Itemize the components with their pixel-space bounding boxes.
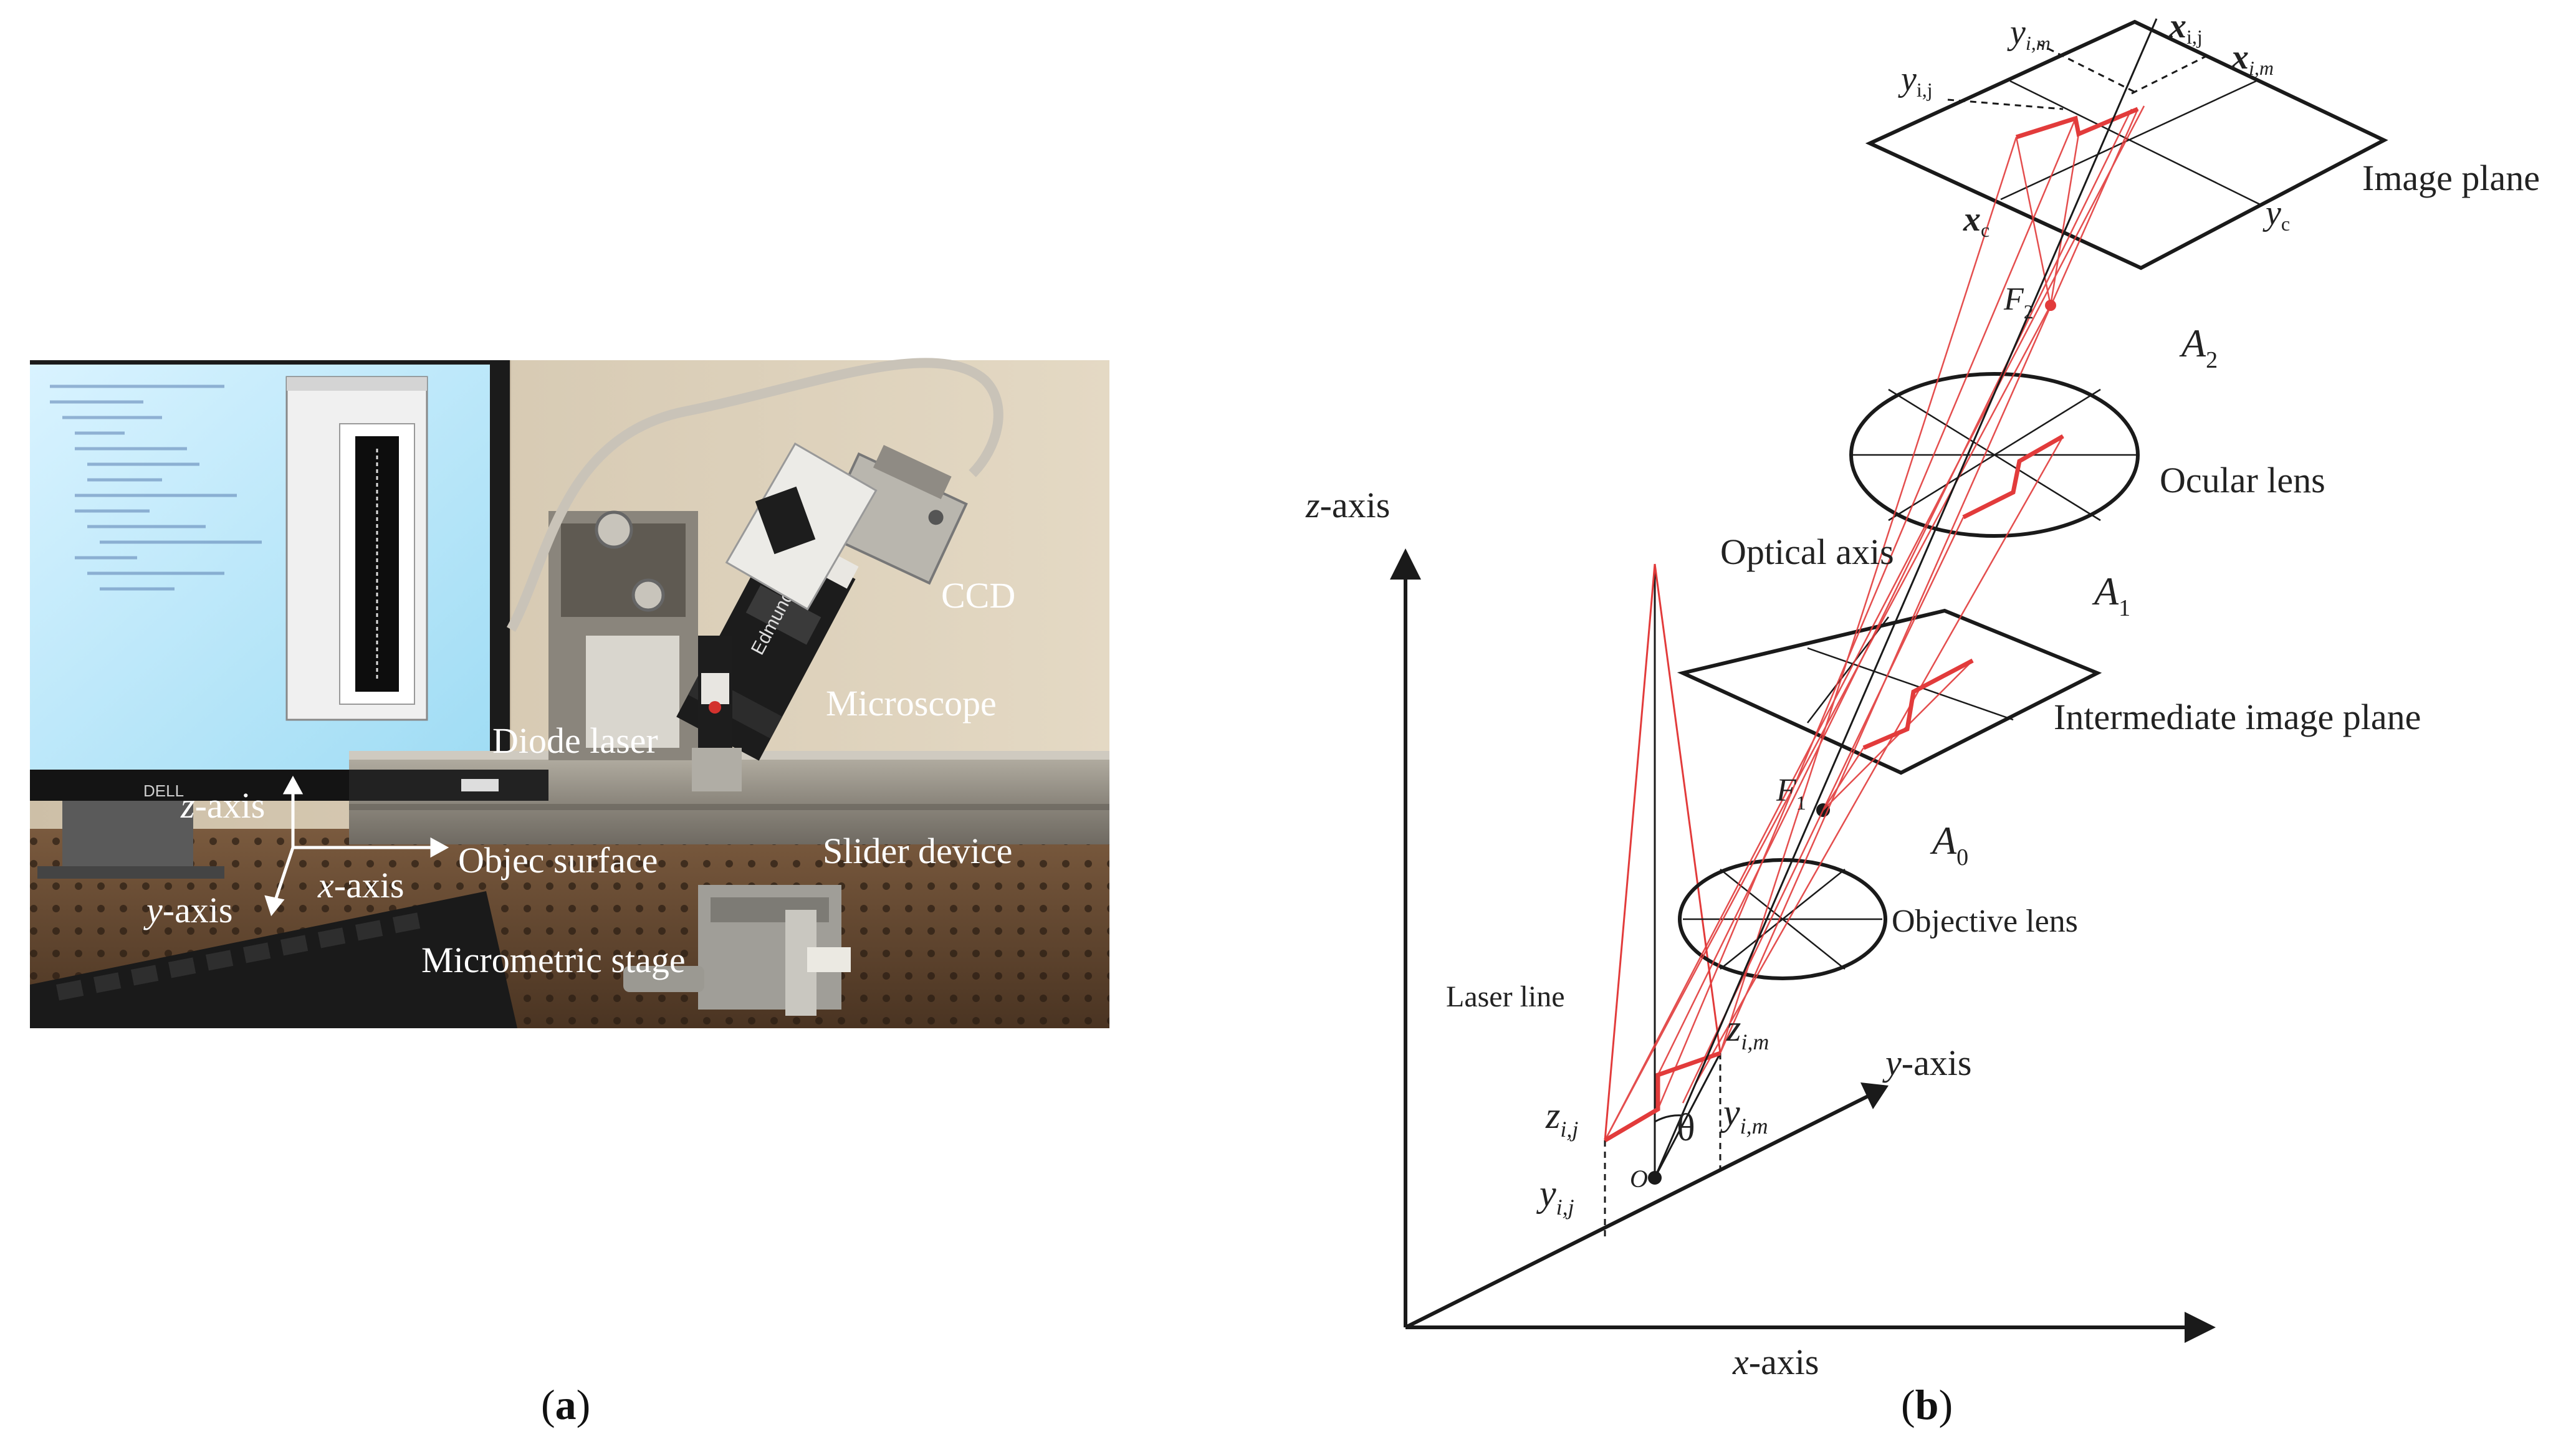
label-theta: θ	[1677, 1107, 1695, 1149]
label-y-axis: y-axis	[1882, 1043, 1972, 1083]
photo-axes	[264, 775, 449, 917]
intermediate-image-plane	[1677, 608, 2102, 775]
label-diode-laser: Diode laser	[492, 720, 658, 761]
label-y-ij-bottom: yi,j	[1536, 1173, 1574, 1220]
optical-axis-line	[1654, 18, 2158, 1178]
caption-b-letter: b	[1915, 1381, 1939, 1428]
caption-a-letter: a	[555, 1381, 577, 1428]
label-micrometric-stage: Micrometric stage	[421, 940, 686, 980]
label-photo-x-axis: x-axis	[317, 865, 405, 905]
monitor-brand: DELL	[143, 781, 184, 800]
label-optical-axis: Optical axis	[1720, 532, 1894, 572]
label-microscope: Microscope	[826, 683, 997, 724]
y-axis-line	[1404, 1092, 1874, 1329]
label-z-ij: zi,j	[1545, 1095, 1578, 1142]
label-y-ij-top: yi,j	[1898, 60, 1933, 101]
intermediate-image-profile	[1862, 658, 1974, 750]
label-a2: A2	[2179, 321, 2218, 373]
image-plane	[1865, 19, 2388, 270]
ccd-cable	[506, 358, 1003, 632]
label-y-im-bottom: yi,m	[1720, 1092, 1768, 1139]
label-a1: A1	[2092, 569, 2130, 621]
label-intermediate-image-plane: Intermediate image plane	[2054, 697, 2421, 737]
label-x-c: xc	[1963, 200, 1989, 241]
label-f1: F1	[1776, 773, 1806, 814]
label-y-im-top: yi,m	[2007, 13, 2051, 54]
ocular-image-profile	[1962, 434, 2064, 520]
label-ccd: CCD	[941, 575, 1015, 616]
label-f2: F2	[2003, 282, 2034, 323]
label-laser-line: Laser line	[1446, 980, 1565, 1013]
caption-b: (b)	[1901, 1381, 1953, 1428]
label-object-surface: Objec surface	[458, 840, 658, 881]
label-x-im-top: xi,m	[2231, 38, 2274, 79]
label-z-axis: z-axis	[1305, 485, 1390, 525]
label-photo-y-axis: y-axis	[143, 890, 233, 930]
label-image-plane: Image plane	[2362, 158, 2540, 198]
label-x-ij-top: xi,j	[2168, 7, 2203, 48]
label-ocular-lens: Ocular lens	[2160, 460, 2325, 500]
laser-line-profile	[1604, 1051, 1721, 1143]
label-z-im: zi,m	[1726, 1008, 1769, 1054]
laser-fan	[1604, 563, 1721, 1141]
label-x-axis: x-axis	[1732, 1342, 1819, 1382]
label-y-c: yc	[2262, 194, 2290, 235]
label-a0: A0	[1930, 818, 1968, 871]
optical-rays	[1604, 105, 2145, 1141]
caption-a: (a)	[541, 1381, 591, 1428]
label-slider-device: Slider device	[823, 831, 1012, 871]
label-origin: O	[1630, 1165, 1648, 1193]
label-objective-lens: Objective lens	[1892, 904, 2078, 939]
final-image-profile	[2015, 107, 2139, 140]
diagram-axes	[1390, 548, 2216, 1343]
label-photo-z-axis: z-axis	[180, 785, 265, 826]
